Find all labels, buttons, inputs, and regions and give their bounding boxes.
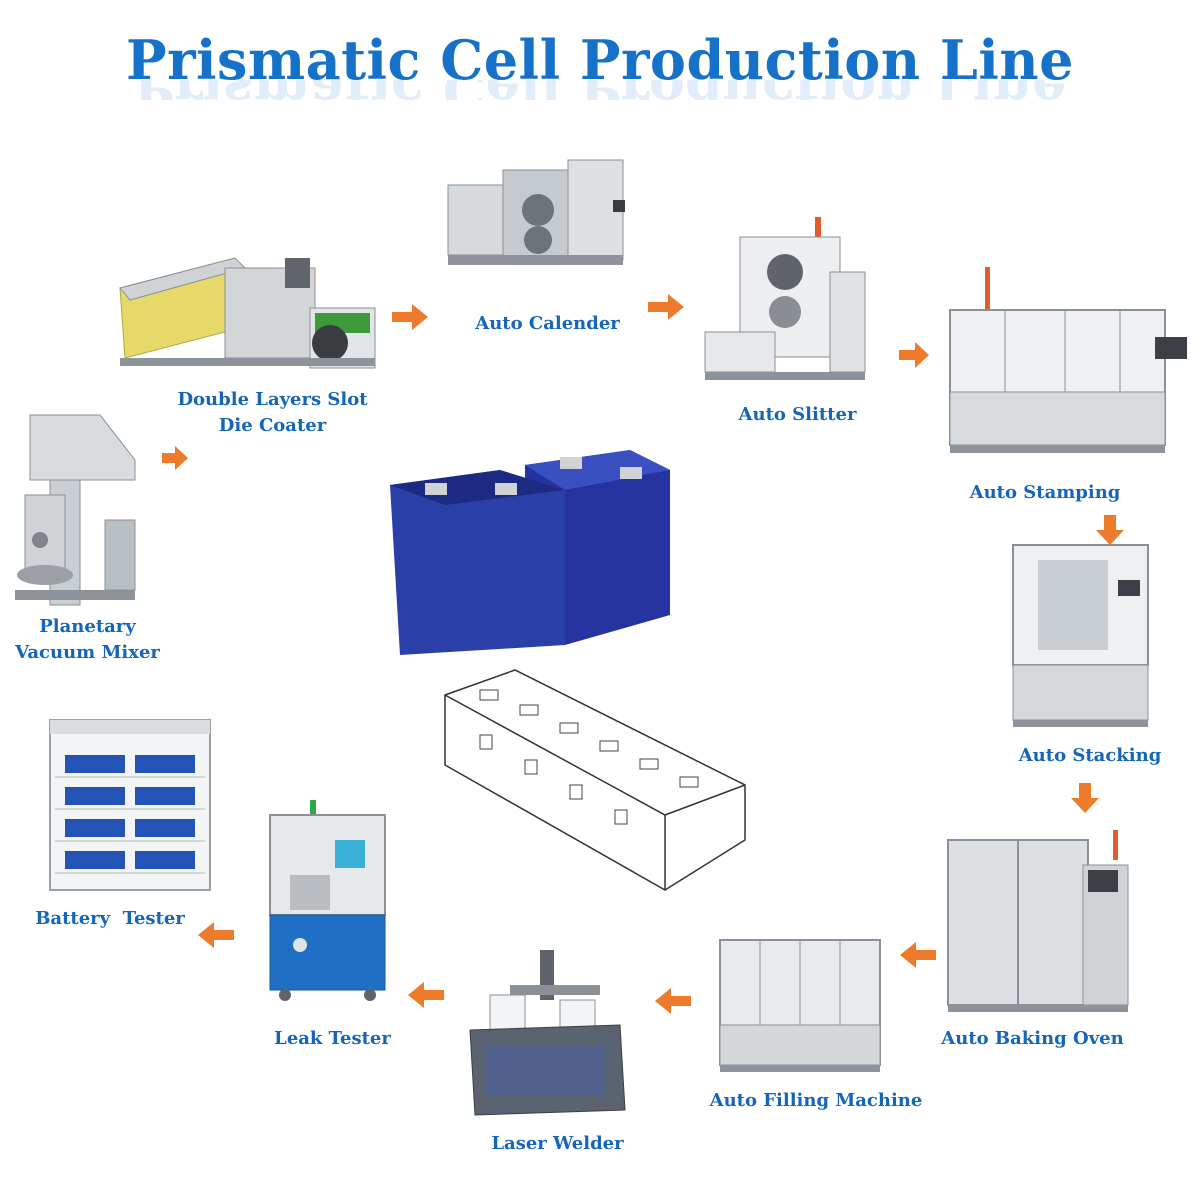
coater-machine-image [115, 248, 385, 383]
stage-label-leak: Leak Tester [274, 1028, 391, 1049]
slitter-machine-image [700, 212, 870, 387]
stage-label-baking: Auto Baking Oven [941, 1028, 1124, 1049]
stage-label-filling: Auto Filling Machine [709, 1090, 923, 1111]
arrow-down-icon [1071, 783, 1099, 813]
stage-label-stacking: Auto Stacking [1018, 745, 1162, 766]
stage-label-stamping: Auto Stamping [969, 482, 1121, 503]
prismatic-cells-image [385, 445, 685, 660]
stage-label-mixer: Planetary Vacuum Mixer [15, 616, 160, 663]
mixer-machine-image [10, 405, 140, 615]
arrow-down-icon [1096, 515, 1124, 545]
arrow-right-icon [899, 342, 929, 368]
stage-label-welder: Laser Welder [491, 1133, 624, 1154]
arrow-right-icon [162, 446, 188, 470]
stage-label-coater: Double Layers Slot Die Coater [177, 389, 368, 436]
baking-oven-image [943, 825, 1133, 1015]
title-reflection: Prismatic Cell Production Line [0, 80, 1200, 100]
arrow-right-icon [392, 304, 428, 330]
battery-tester-image [45, 715, 215, 895]
laser-welder-image [465, 945, 630, 1125]
arrow-right-icon [648, 294, 684, 320]
arrow-left-icon [900, 942, 936, 968]
stacking-machine-image [1008, 540, 1158, 730]
filling-machine-image [715, 935, 885, 1080]
stage-label-slitter: Auto Slitter [738, 404, 857, 425]
stamping-machine-image [945, 262, 1190, 462]
calender-machine-image [443, 155, 628, 280]
arrow-left-icon [198, 922, 234, 948]
stage-label-battery-tester: Battery Tester [35, 908, 185, 929]
stage-label-calender: Auto Calender [475, 313, 620, 334]
leak-tester-image [265, 795, 390, 1005]
battery-module-drawing [440, 665, 750, 895]
arrow-left-icon [408, 982, 444, 1008]
diagram-title: Prismatic Cell Production Line [125, 28, 1074, 92]
arrow-left-icon [655, 988, 691, 1014]
